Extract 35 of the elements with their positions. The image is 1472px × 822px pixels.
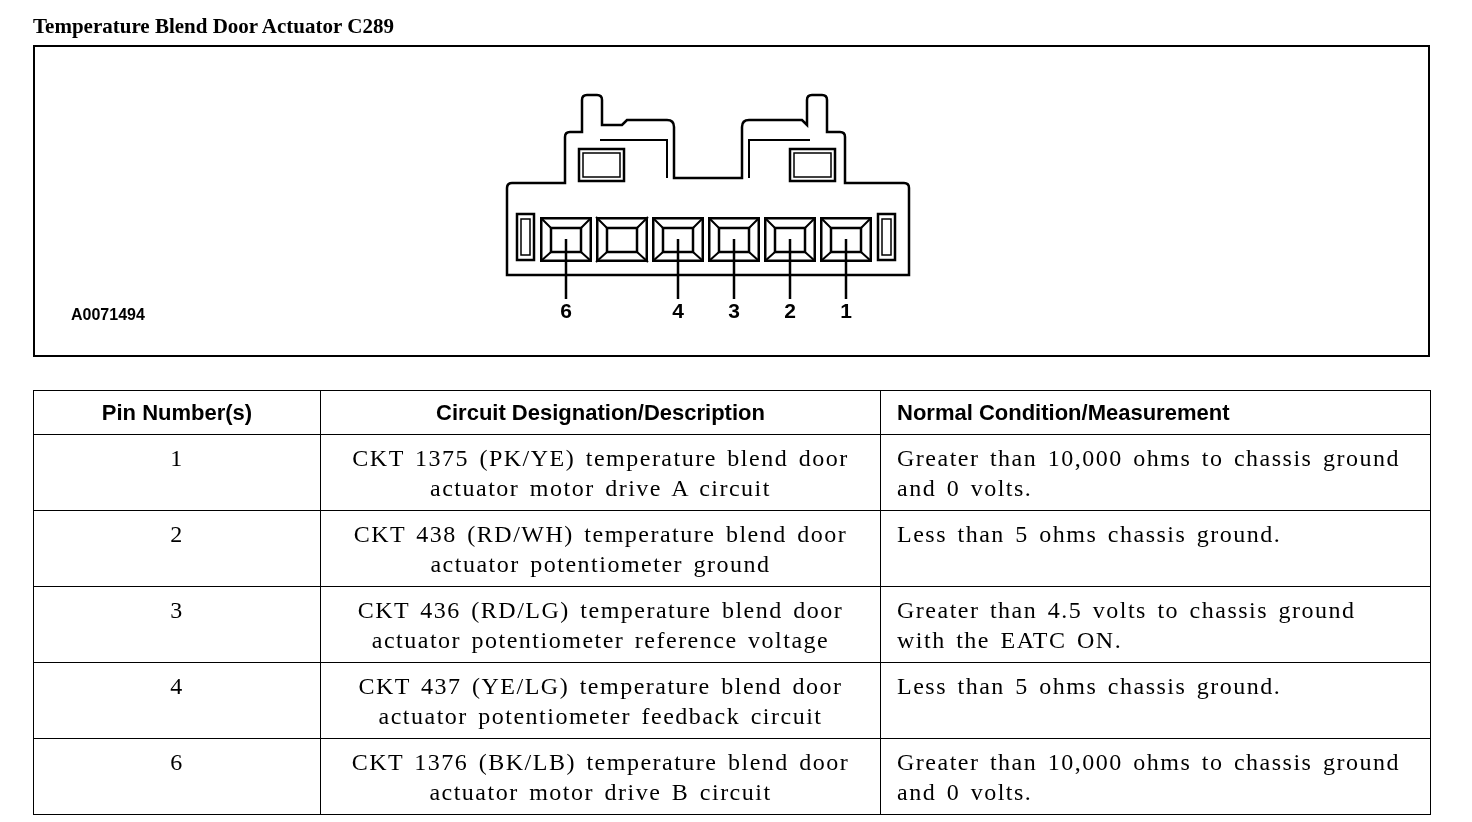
title: Temperature Blend Door Actuator C289: [33, 14, 394, 39]
pin-cavity: [764, 217, 816, 262]
leader-line: [844, 262, 848, 299]
leader-line: [676, 262, 680, 299]
description-cell: CKT 437 (YE/LG) temperature blend door actuator potentiometer feedback circuit: [320, 662, 881, 739]
column-header: Pin Number(s): [33, 390, 321, 435]
pin-cavity: [652, 217, 704, 262]
column-header: Normal Condition/Measurement: [880, 390, 1431, 435]
leader-line: [564, 262, 568, 299]
description-cell: CKT 438 (RD/WH) temperature blend door actuator potentiometer ground: [320, 510, 881, 587]
description-cell: CKT 1375 (PK/YE) temperature blend door actuator motor drive A circuit: [320, 434, 881, 511]
leader-line: [732, 262, 736, 299]
description-cell: CKT 436 (RD/LG) temperature blend door actuator potentiometer reference voltage: [320, 586, 881, 663]
pin-number: 6: [554, 299, 578, 323]
figure-id: A0071494: [71, 306, 145, 324]
pin-number: 2: [778, 299, 802, 323]
pin-cavity: [540, 217, 592, 262]
pin-cell: 3: [33, 586, 321, 663]
description-cell: CKT 1376 (BK/LB) temperature blend door actuator motor drive B circuit: [320, 738, 881, 815]
measurement-cell: Greater than 4.5 volts to chassis ground with the EATC ON.: [880, 586, 1431, 663]
pin-cavity: [708, 217, 760, 262]
pin-number: 3: [722, 299, 746, 323]
measurement-cell: Greater than 10,000 ohms to chassis ground and 0 volts.: [880, 738, 1431, 815]
leader-line: [788, 262, 792, 299]
pin-cavity: [820, 217, 872, 262]
pin-cell: 1: [33, 434, 321, 511]
measurement-cell: Greater than 10,000 ohms to chassis ground and 0 volts.: [880, 434, 1431, 511]
pin-number: 4: [666, 299, 690, 323]
pin-number: 1: [834, 299, 858, 323]
measurement-cell: Less than 5 ohms chassis ground.: [880, 662, 1431, 739]
measurement-cell: Less than 5 ohms chassis ground.: [880, 510, 1431, 587]
pin-cell: 2: [33, 510, 321, 587]
pin-cell: 4: [33, 662, 321, 739]
pin-cell: 6: [33, 738, 321, 815]
column-header: Circuit Designation/Description: [320, 390, 881, 435]
